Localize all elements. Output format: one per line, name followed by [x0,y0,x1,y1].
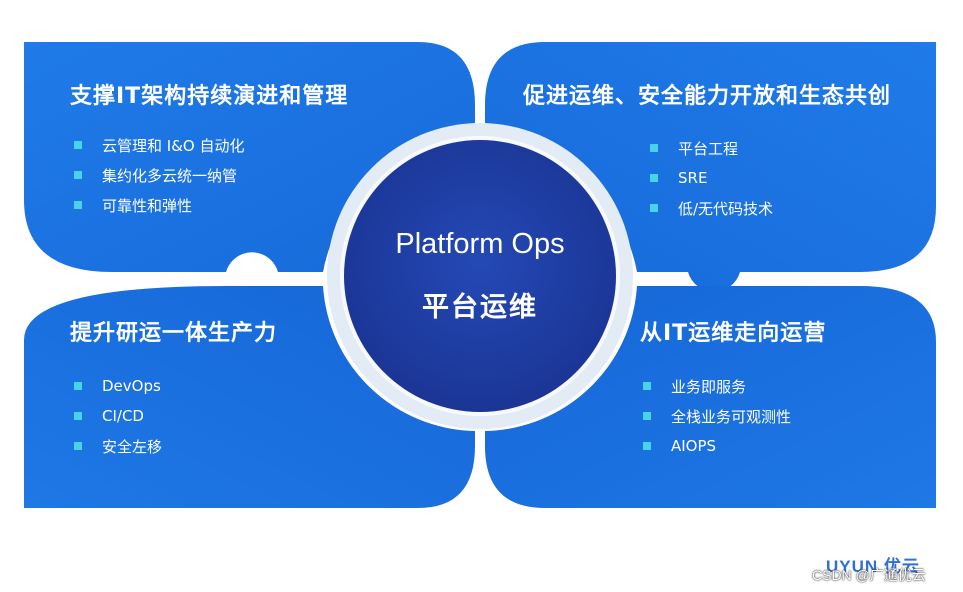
bullet-square-icon [643,412,651,420]
bullet-square-icon [650,204,658,212]
bullet-square-icon [74,412,82,420]
csdn-watermark: CSDN @广通优云 [812,567,926,583]
bullet-square-icon [643,382,651,390]
bullet-list-top-right: 平台工程 SRE 低/无代码技术 [650,133,773,223]
list-item: 平台工程 [650,133,773,163]
bullet-square-icon [643,442,651,450]
list-item: CI/CD [74,401,162,431]
bullet-list-bottom-left: DevOps CI/CD 安全左移 [74,371,162,461]
center-title-zh: 平台运维 [422,292,538,323]
list-item: DevOps [74,371,162,401]
bullet-square-icon [74,171,82,179]
bullet-list-bottom-right: 业务即服务 全栈业务可观测性 AIOPS [643,371,791,461]
center-title-en: Platform Ops [395,228,565,260]
bullet-square-icon [74,382,82,390]
list-item: 业务即服务 [643,371,791,401]
list-item: AIOPS [643,431,791,461]
bullet-square-icon [650,174,658,182]
quadrant-title-bottom-right: 从IT运维走向运营 [640,321,827,346]
list-item: 云管理和 I&O 自动化 [74,130,244,160]
quadrant-title-top-right: 促进运维、安全能力开放和生态共创 [523,84,892,109]
bullet-square-icon [74,201,82,209]
panel-top-left [24,42,475,272]
quadrant-title-bottom-left: 提升研运一体生产力 [70,321,278,346]
list-item: 低/无代码技术 [650,193,773,223]
list-item: 可靠性和弹性 [74,190,244,220]
bullet-square-icon [74,442,82,450]
list-item: 全栈业务可观测性 [643,401,791,431]
list-item: 集约化多云统一纳管 [74,160,244,190]
bullet-list-top-left: 云管理和 I&O 自动化 集约化多云统一纳管 可靠性和弹性 [74,130,244,220]
list-item: 安全左移 [74,431,162,461]
uyun-logo: UYUN 优云 [826,557,920,576]
list-item: SRE [650,163,773,193]
panel-bottom-right [485,286,936,508]
panel-bottom-left [24,286,475,508]
center-core [344,140,616,412]
quadrant-title-top-left: 支撑IT架构持续演进和管理 [70,84,349,109]
panel-top-right [485,42,936,292]
bullet-square-icon [74,141,82,149]
bullet-square-icon [650,144,658,152]
